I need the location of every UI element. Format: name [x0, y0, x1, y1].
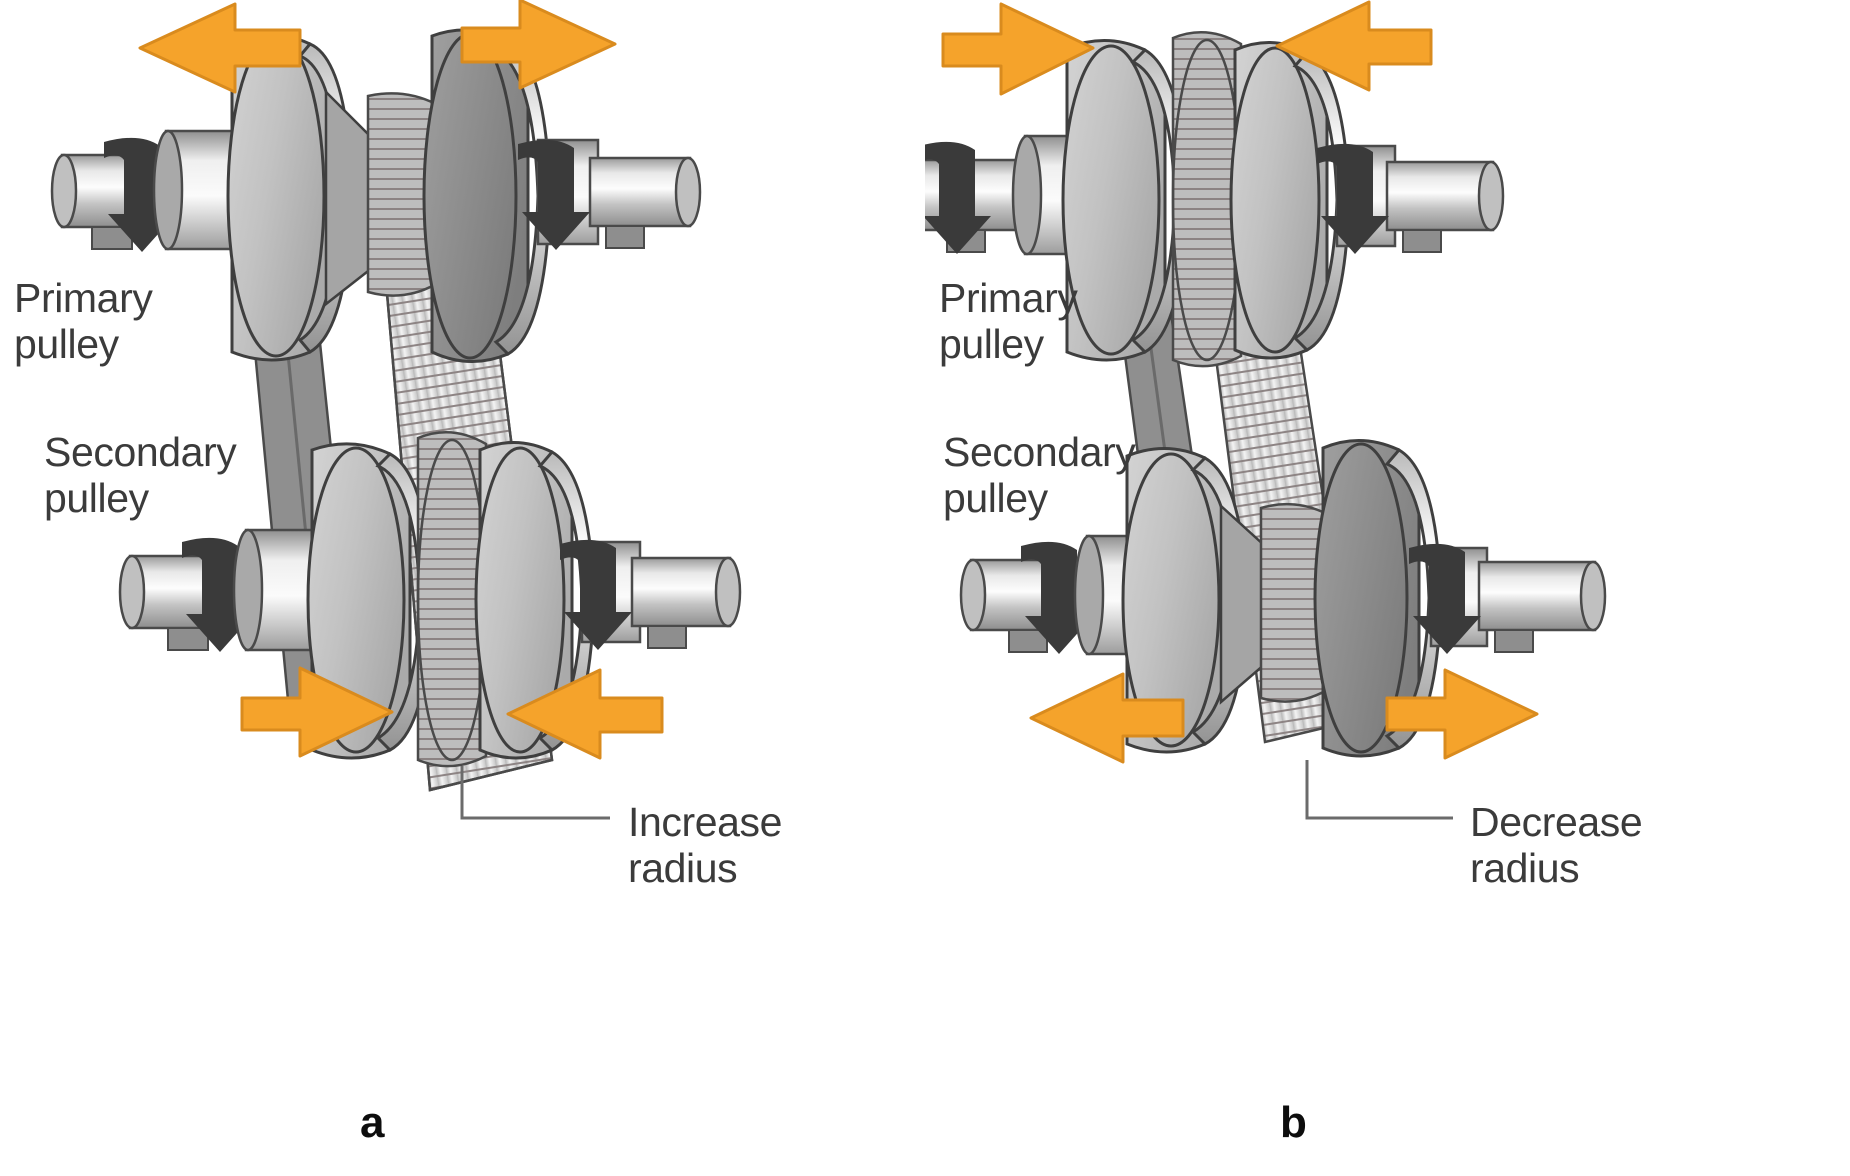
- primary-left-sheave: [226, 32, 374, 362]
- panel-letter-b: b: [1280, 1098, 1307, 1147]
- secondary-left-hub: [232, 528, 320, 652]
- primary-right-rotation-arrow: [518, 139, 590, 250]
- secondary-right-rotation-arrow: [1409, 543, 1481, 654]
- primary-right-sheave: [1229, 40, 1351, 360]
- primary-left-rotation-arrow: [925, 141, 991, 254]
- primary-pulley-label: Primary pulley: [939, 275, 1078, 367]
- panel-b: Primary pulley Secondary pulley Decrease…: [925, 0, 1850, 1176]
- primary-pulley-label: Primary pulley: [14, 275, 153, 367]
- primary-right-sheave: [422, 28, 552, 364]
- primary-right-shaft: [1385, 160, 1505, 253]
- primary-pulley-assembly: [50, 0, 702, 364]
- panel-b-illustration: [925, 0, 1607, 820]
- secondary-left-sheave-arrow: [240, 666, 394, 758]
- panel-a: Primary pulley Secondary pulley Increase…: [14, 0, 783, 1147]
- secondary-pulley-label: Secondary pulley: [943, 429, 1136, 521]
- secondary-left-hub: [1073, 534, 1161, 656]
- secondary-right-shaft: [1477, 560, 1607, 653]
- secondary-pulley-assembly: [118, 431, 742, 768]
- primary-pulley-assembly: [925, 0, 1505, 368]
- secondary-pulley-label: Secondary pulley: [44, 429, 237, 521]
- secondary-right-sheave-arrow: [506, 668, 664, 760]
- secondary-left-rotation-arrow: [1021, 541, 1093, 654]
- increase-radius-leader-line: [460, 766, 610, 820]
- primary-right-rotation-arrow: [1317, 143, 1389, 254]
- primary-left-sheave: [1061, 39, 1189, 362]
- secondary-right-rotation-arrow: [560, 539, 632, 650]
- secondary-right-sheave: [474, 440, 596, 760]
- secondary-pulley-assembly: [959, 438, 1607, 764]
- primary-left-sheave-arrow: [941, 2, 1095, 96]
- panel-letter-a: a: [360, 1098, 385, 1147]
- increase-radius-label: Increase radius: [628, 799, 783, 891]
- primary-right-sheave-arrow: [1275, 0, 1433, 92]
- decrease-radius-label: Decrease radius: [1470, 799, 1643, 891]
- primary-right-shaft: [588, 156, 702, 249]
- secondary-right-shaft: [630, 556, 742, 649]
- primary-right-sheave-arrow: [460, 0, 617, 90]
- primary-left-hub: [152, 129, 240, 251]
- secondary-right-sheave-arrow: [1385, 668, 1539, 760]
- panel-a-illustration: [50, 0, 742, 820]
- secondary-left-sheave: [1121, 447, 1267, 754]
- secondary-left-sheave-arrow: [1029, 672, 1185, 764]
- primary-left-sheave-arrow: [138, 2, 302, 94]
- decrease-radius-leader-line: [1305, 760, 1453, 820]
